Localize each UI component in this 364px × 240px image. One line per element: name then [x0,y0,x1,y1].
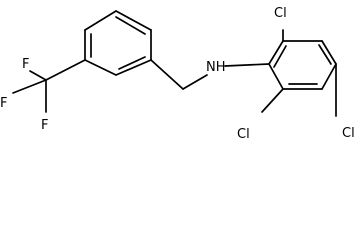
bond-ch2-ring [150,59,184,90]
bond-to-nh [224,63,270,67]
double-bond [318,44,332,65]
atom-label-cl-left: Cl [237,127,250,142]
bond-c-f-left [12,79,47,94]
bond-ring-cf3 [45,59,86,81]
bond [84,10,117,31]
atom-label-f-bottom: F [41,118,48,133]
atom-label-f-top: F [22,57,29,72]
bond [321,63,337,90]
atom-label-nh: NH [206,60,226,75]
bond [115,10,152,31]
double-bond [273,45,287,68]
bond [115,59,152,76]
bond [321,40,337,65]
bond [84,59,117,76]
atom-label-cl-top: Cl [274,6,287,21]
double-bond [115,16,146,35]
double-bond [118,56,146,70]
trifluoromethylphenyl-ring [12,10,152,113]
trichlorophenyl-ring [224,29,337,117]
chemical-structure-diagram: Cl Cl Cl NH F F F [0,6,355,142]
atom-label-f-left: F [0,96,7,111]
bond [268,63,284,90]
bond [268,40,284,65]
bond-nh-ch2 [182,74,208,90]
atom-label-cl-right: Cl [342,126,355,141]
bond-c-f-top [29,70,47,81]
bond-to-cl-left [261,88,284,113]
